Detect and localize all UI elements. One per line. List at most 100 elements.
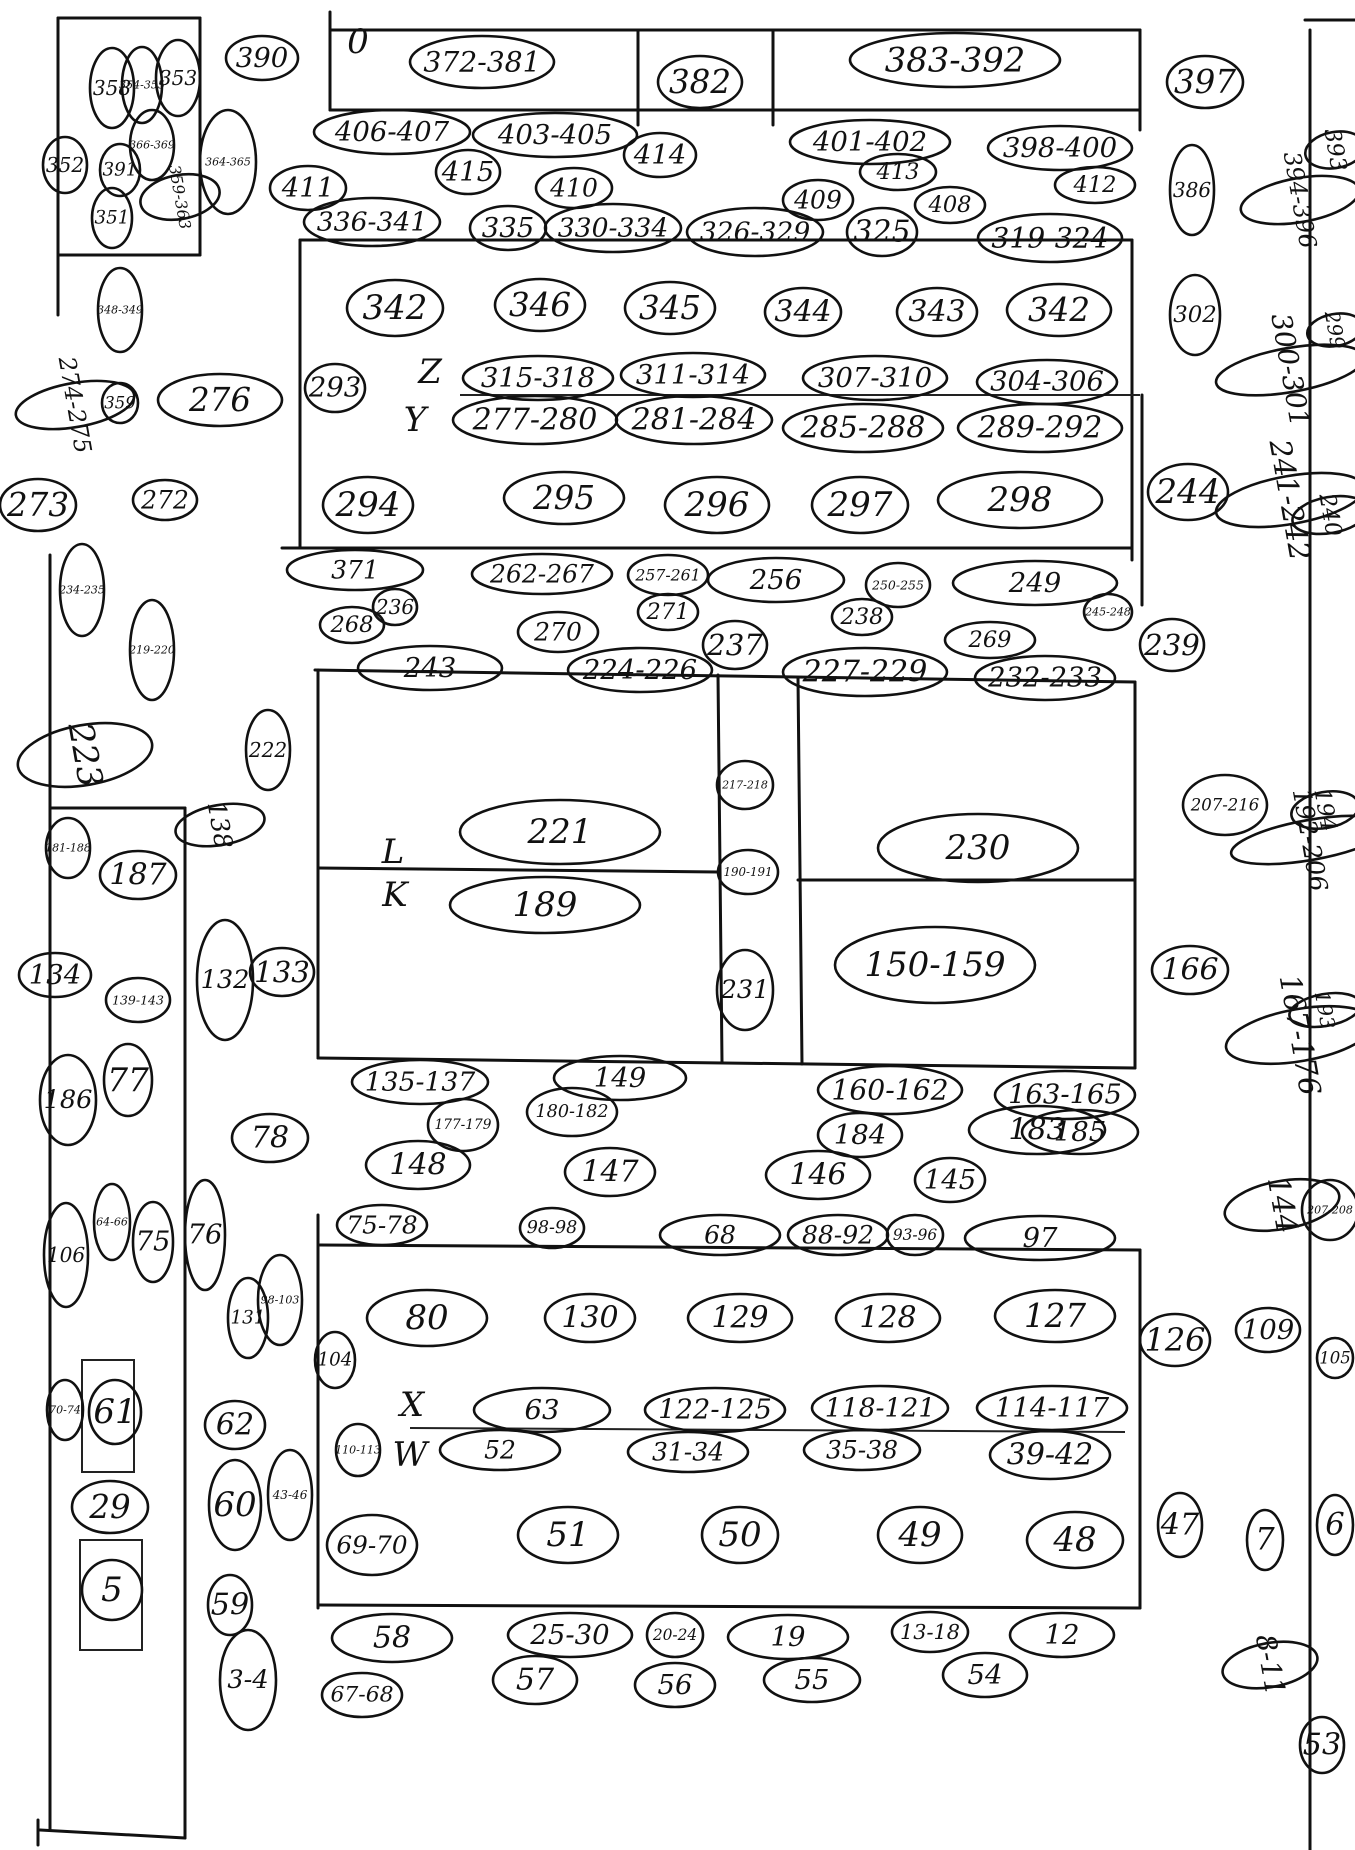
lot-bubble: 149 [554, 1056, 686, 1100]
lot-number: 227-229 [802, 655, 928, 690]
lot-number: 352 [46, 153, 84, 177]
lot-number: 6 [1325, 1508, 1344, 1543]
lot-bubble: 325 [847, 208, 917, 256]
lot-number: 13-18 [900, 1620, 960, 1644]
lot-bubble: 147 [565, 1148, 655, 1196]
lot-bubble: 236 [373, 589, 417, 625]
lot-number: 58 [373, 1621, 411, 1656]
lot-number: 353 [159, 66, 197, 90]
lot-bubble: 138 [172, 797, 268, 852]
lot-bubble: 364-365 [200, 110, 256, 214]
lot-bubble: 13-18 [892, 1612, 968, 1652]
lot-bubble: 221 [460, 800, 660, 864]
lot-number: 344 [774, 295, 831, 330]
lot-bubble: 315-318 [463, 356, 613, 400]
lot-number: 412 [1073, 172, 1117, 198]
lot-number: 144 [1260, 1174, 1304, 1236]
lot-bubble: 272 [133, 480, 197, 520]
lot-number: 5 [101, 1570, 123, 1610]
lot-number: 59 [211, 1588, 249, 1623]
lot-bubble: 12 [1010, 1613, 1114, 1657]
lot-bubble: 295 [504, 472, 624, 524]
lot-number: 148 [389, 1148, 446, 1183]
lot-bubble: 129 [688, 1294, 792, 1342]
lot-bubble: 409 [783, 180, 853, 220]
lot-number: 244 [1155, 472, 1221, 512]
lot-number: 105 [1319, 1349, 1351, 1368]
lot-number: 342 [363, 288, 428, 328]
lot-number: 307-310 [818, 362, 932, 394]
lot-bubble: 31-34 [628, 1432, 748, 1472]
lot-bubble: 145 [915, 1158, 985, 1202]
lot-bubble: 230 [878, 814, 1078, 882]
lot-bubble: 47 [1158, 1493, 1202, 1557]
lot-number: 134 [29, 959, 82, 991]
row-letter-x: X [397, 1385, 426, 1425]
lot-bubble: 77 [104, 1044, 152, 1116]
lot-bubble: 276 [158, 374, 282, 426]
lot-number: 25-30 [529, 1619, 609, 1651]
lot-bubble: 401-402 [790, 120, 950, 164]
lot-number: 146 [789, 1158, 846, 1193]
lot-number: 403-405 [497, 119, 612, 151]
lot-number: 126 [1144, 1321, 1205, 1359]
lot-number: 53 [1303, 1728, 1341, 1763]
lot-bubble: 180-182 [527, 1088, 617, 1136]
lot-bubble: 344 [765, 288, 841, 336]
lot-bubble: 273 [0, 479, 76, 531]
lot-number: 224-226 [582, 654, 697, 686]
lot-number: 118-121 [825, 1393, 936, 1424]
lot-bubble: 227-229 [783, 648, 947, 696]
lot-bubble: 122-125 [645, 1388, 785, 1432]
lot-number: 138 [202, 799, 239, 851]
lot-number: 386 [1173, 178, 1212, 202]
lot-bubble: 311-314 [621, 353, 765, 397]
lot-bubble: 296 [665, 477, 769, 533]
lot-number: 221 [527, 812, 593, 852]
lot-bubble: 413 [860, 154, 936, 190]
lot-bubble: 366-369 [129, 110, 175, 180]
lot-bubble: 105 [1317, 1338, 1353, 1378]
lot-bubble: 56 [635, 1663, 715, 1707]
lot-number: 382 [669, 63, 731, 101]
lot-number: 409 [793, 186, 842, 215]
lot-number: 383-392 [885, 41, 1025, 80]
lot-number: 139-143 [112, 993, 164, 1008]
lot-bubble: 68 [660, 1215, 780, 1255]
lot-number: 78 [251, 1121, 289, 1156]
lot-bubble: 330-334 [545, 204, 681, 252]
lot-bubble: 104 [315, 1332, 355, 1388]
lot-number: 393 [1318, 127, 1351, 174]
lot-bubble: 231 [717, 950, 773, 1030]
lot-number: 415 [441, 156, 495, 188]
lot-bubble: 383-392 [850, 33, 1060, 87]
lot-number: 109 [1242, 1314, 1295, 1346]
lot-number: 234-235 [58, 584, 105, 597]
lot-number: 281-284 [631, 403, 757, 438]
lot-bubble: 415 [436, 150, 500, 194]
lot-number: 43-46 [272, 1488, 308, 1502]
lot-number: 414 [633, 139, 687, 171]
lot-bubble: 53 [1300, 1717, 1344, 1773]
lot-bubble: 256 [708, 558, 844, 602]
lot-number: 285-288 [800, 411, 926, 446]
lot-bubble: 181-188 [45, 818, 91, 878]
lot-bubble: 294 [323, 477, 413, 533]
lot-number: 257-261 [634, 566, 700, 585]
lot-bubble: 237 [703, 621, 767, 669]
lot-bubble: 139-143 [106, 978, 170, 1022]
lot-bubble: 359-363 [137, 163, 223, 231]
lot-number: 190-191 [723, 865, 772, 879]
lot-number: 31-34 [652, 1438, 724, 1467]
row-letter-k: K [381, 875, 410, 915]
lot-number: 64-66 [96, 1216, 128, 1229]
lot-bubble: 160-162 [818, 1066, 962, 1114]
lot-bubble: 166 [1152, 946, 1228, 994]
lot-number: 294 [335, 485, 401, 525]
lot-bubble: 75-78 [337, 1205, 427, 1245]
lot-bubble: 262-267 [472, 554, 612, 594]
lot-bubble: 146 [766, 1151, 870, 1199]
lot-number: 311-314 [636, 359, 750, 391]
lot-bubble: 5 [82, 1560, 142, 1620]
lot-number: 293 [308, 373, 361, 404]
